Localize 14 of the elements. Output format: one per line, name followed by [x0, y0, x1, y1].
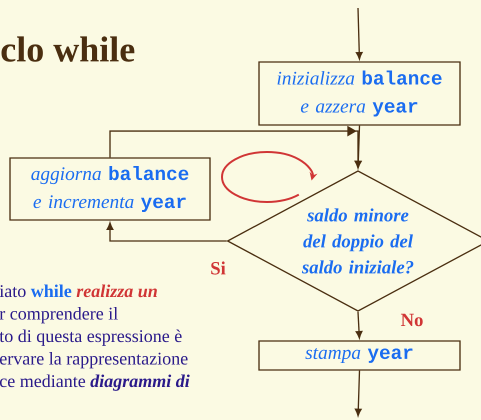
- arrow: [109, 126, 362, 168]
- arrow: [106, 222, 227, 242]
- text-line: ervare la rappresentazione: [0, 352, 188, 368]
- text-line: ce mediante diagrammi di: [0, 374, 190, 391]
- arrow: [356, 8, 363, 60]
- title: clo while: [2, 36, 134, 62]
- text-line: r comprendere il: [0, 307, 118, 324]
- process-box: aggiorna balance e incrementa year: [9, 157, 211, 221]
- process-box: stampa year: [258, 340, 461, 371]
- arrow: [354, 370, 362, 416]
- text-line: iato while realizza un: [0, 284, 157, 298]
- edge-label: Si: [208, 260, 228, 276]
- arrow: [356, 312, 362, 339]
- process-box: inizializza balance e azzera year: [258, 61, 461, 126]
